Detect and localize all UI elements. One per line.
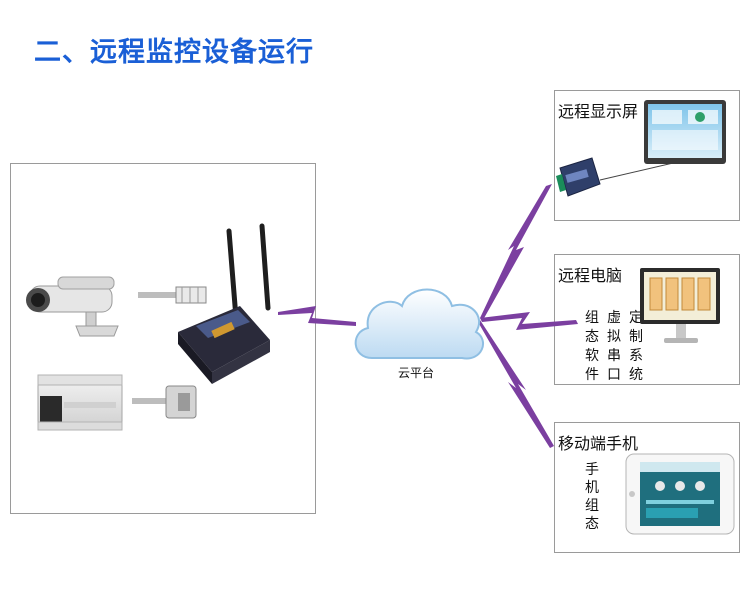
wireless-router-icon bbox=[178, 223, 271, 384]
pc-feature-grid: 组虚定 态拟制 软串系 件口统 bbox=[585, 310, 643, 383]
plc-controller-icon bbox=[37, 374, 123, 431]
rj45-connector-icon bbox=[138, 286, 207, 304]
wireless-link-mobile bbox=[478, 320, 554, 448]
hmi-touchscreen-icon bbox=[644, 100, 726, 164]
ip-camera-icon bbox=[26, 276, 119, 337]
wireless-link-router-cloud bbox=[278, 306, 356, 326]
remote-pc-title: 远程电脑 bbox=[558, 266, 623, 285]
tablet-icon bbox=[625, 453, 735, 535]
mobile-title: 移动端手机 bbox=[558, 434, 639, 453]
remote-display-title: 远程显示屏 bbox=[558, 102, 639, 121]
cloud-platform-label: 云平台 bbox=[398, 366, 435, 380]
page-title: 二、远程监控设备运行 bbox=[34, 37, 314, 68]
cloud-platform-icon bbox=[354, 288, 484, 360]
pc-monitor-icon bbox=[640, 268, 720, 343]
dtu-device-icon bbox=[556, 157, 601, 197]
wireless-link-pc bbox=[480, 312, 578, 330]
wireless-link-display bbox=[480, 184, 552, 320]
serial-db9-connector-icon bbox=[132, 385, 197, 419]
